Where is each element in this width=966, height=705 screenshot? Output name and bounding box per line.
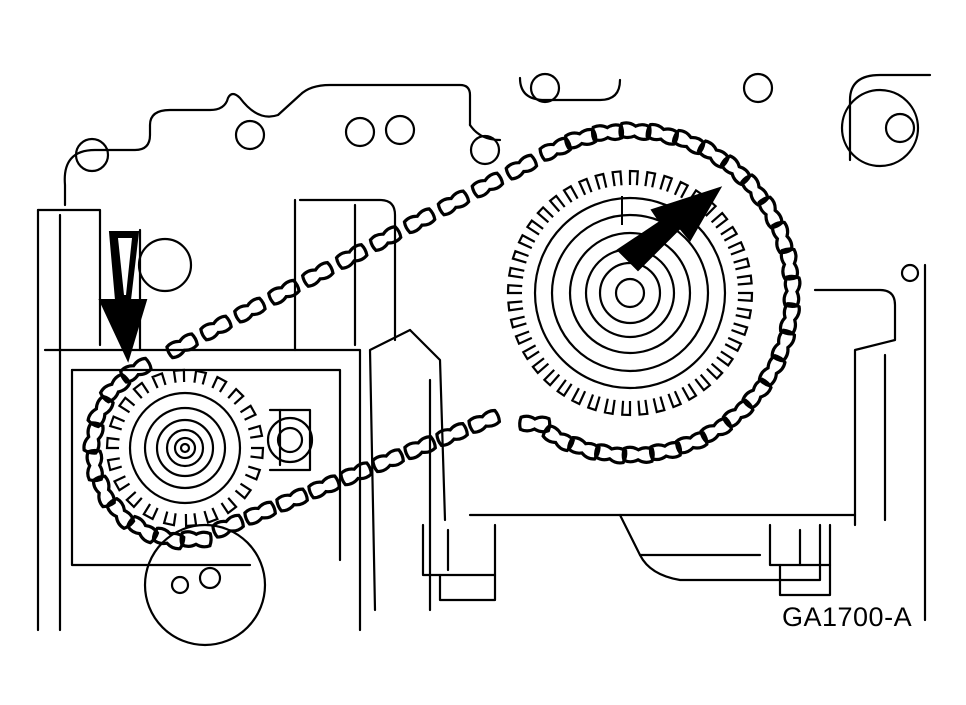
chain-link: [267, 278, 301, 306]
chain-link: [165, 332, 199, 360]
chain-link: [435, 422, 469, 447]
sprocket-teeth: [506, 169, 754, 417]
figure-code-label: GA1700-A: [782, 602, 913, 632]
chain-link: [541, 424, 576, 453]
chain-link: [740, 173, 770, 207]
chain-link: [243, 500, 277, 526]
chain-link: [504, 153, 539, 181]
chain-link: [211, 513, 245, 539]
timing-chain: [82, 121, 802, 551]
rotation-arrow-icon: [616, 186, 723, 272]
chain-link: [721, 398, 755, 429]
chain-link: [82, 421, 105, 455]
down-arrow-icon: [98, 231, 148, 363]
chain-link: [368, 225, 403, 253]
chain-link: [179, 530, 213, 549]
chain-link: [339, 461, 373, 487]
chain-link: [105, 496, 136, 531]
chain-link: [126, 514, 160, 545]
chain-link: [699, 416, 734, 444]
chain-link: [371, 448, 405, 474]
chain-link: [307, 474, 341, 500]
chain-link: [199, 314, 233, 342]
chain-link: [85, 448, 104, 483]
chain-link: [334, 243, 369, 270]
chain-link: [518, 414, 552, 434]
sprocket-teeth: [105, 368, 265, 528]
chain-link: [782, 274, 802, 309]
chain-link: [233, 296, 267, 324]
chain-link: [467, 408, 502, 434]
chain-link: [151, 526, 186, 551]
chain-link: [621, 445, 655, 464]
chain-link: [86, 394, 115, 429]
chain-link: [300, 260, 335, 288]
chain-link: [470, 171, 505, 199]
chain-link: [403, 435, 437, 461]
chain-link: [119, 356, 153, 384]
chain-link: [275, 487, 309, 513]
chain-link: [402, 207, 437, 235]
crankshaft-sprocket: [105, 368, 265, 528]
chain-link: [98, 372, 132, 404]
chain-link: [91, 474, 116, 509]
chain-link: [436, 189, 471, 217]
chain-link: [696, 139, 731, 169]
camshaft-sprocket: [506, 169, 754, 417]
chain-link: [741, 377, 773, 410]
chain-link: [719, 154, 752, 187]
chain-link: [757, 353, 787, 388]
engine-block-outline: [36, 72, 932, 647]
